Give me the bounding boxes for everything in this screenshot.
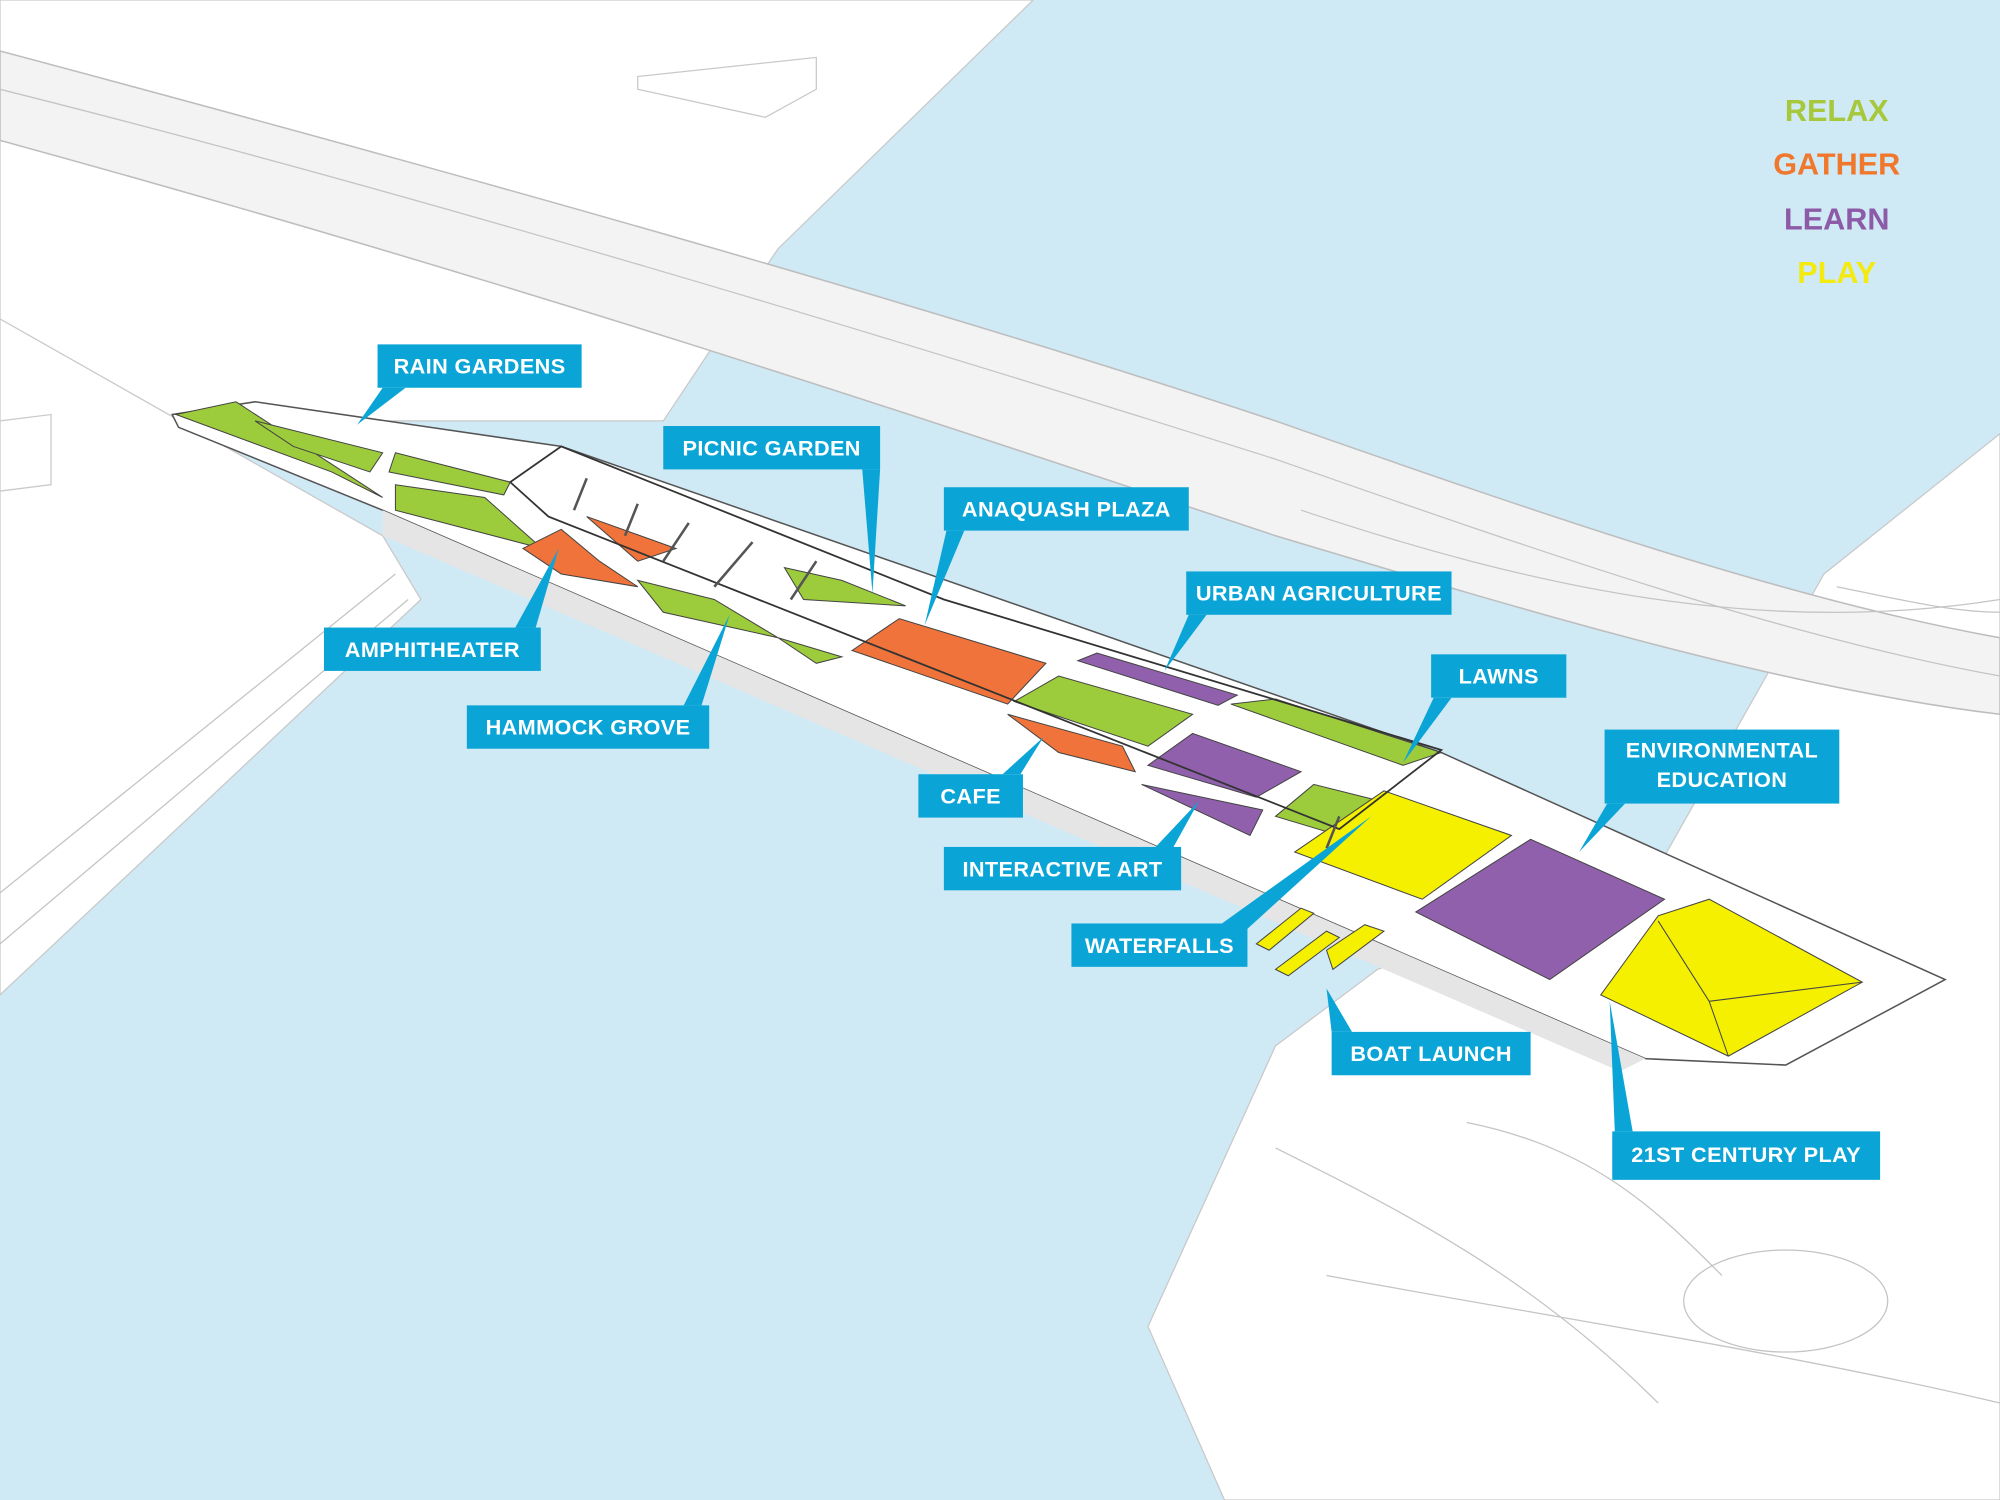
legend: RELAX GATHER LEARN PLAY xyxy=(1773,94,1900,290)
callout-interactive-art: INTERACTIVE ART xyxy=(943,801,1199,891)
callout-21st-century-play: 21ST CENTURY PLAY xyxy=(1609,1001,1881,1180)
callout-anaquash-plaza: ANAQUASH PLAZA xyxy=(924,487,1189,625)
west-bank-land xyxy=(0,318,422,996)
callout-hammock-grove: HAMMOCK GROVE xyxy=(466,614,730,749)
label-cafe: CAFE xyxy=(940,784,1001,809)
relax-zones xyxy=(174,401,1443,837)
label-lawns: LAWNS xyxy=(1459,664,1539,689)
label-interactive-art: INTERACTIVE ART xyxy=(963,856,1163,881)
building xyxy=(0,413,52,492)
label-anaquash-plaza: ANAQUASH PLAZA xyxy=(962,497,1171,522)
label-picnic-garden: PICNIC GARDEN xyxy=(682,435,860,460)
label-rain-gardens: RAIN GARDENS xyxy=(394,354,566,379)
legend-play: PLAY xyxy=(1797,256,1876,290)
label-amphitheater: AMPHITHEATER xyxy=(345,637,520,662)
canopy-struts xyxy=(572,477,1341,849)
label-urban-agriculture: URBAN AGRICULTURE xyxy=(1196,581,1442,606)
learn-zones xyxy=(1076,652,1666,981)
play-zones xyxy=(1255,790,1864,1057)
highway-overpass xyxy=(0,50,2000,716)
callout-boat-launch: BOAT LAUNCH xyxy=(1326,988,1531,1076)
callout-picnic-garden: PICNIC GARDEN xyxy=(663,426,881,594)
callout-amphitheater: AMPHITHEATER xyxy=(323,548,559,671)
callout-rain-gardens: RAIN GARDENS xyxy=(357,344,582,425)
legend-gather: GATHER xyxy=(1773,148,1900,182)
building xyxy=(637,56,817,119)
label-hammock-grove: HAMMOCK GROVE xyxy=(486,715,691,740)
canopy-frame xyxy=(508,445,1444,831)
label-education: EDUCATION xyxy=(1657,767,1788,792)
gather-zones xyxy=(521,516,1137,773)
callout-urban-agriculture: URBAN AGRICULTURE xyxy=(1164,571,1452,671)
callout-waterfalls: WATERFALLS xyxy=(1071,816,1372,967)
callout-lawns: LAWNS xyxy=(1403,654,1567,763)
label-21st-century-play: 21ST CENTURY PLAY xyxy=(1631,1142,1861,1167)
label-waterfalls: WATERFALLS xyxy=(1085,933,1234,958)
legend-relax: RELAX xyxy=(1785,94,1889,128)
label-boat-launch: BOAT LAUNCH xyxy=(1350,1041,1512,1066)
legend-learn: LEARN xyxy=(1784,203,1889,237)
label-environmental: ENVIRONMENTAL xyxy=(1626,738,1818,763)
callout-environmental-education: ENVIRONMENTAL EDUCATION xyxy=(1579,729,1840,853)
